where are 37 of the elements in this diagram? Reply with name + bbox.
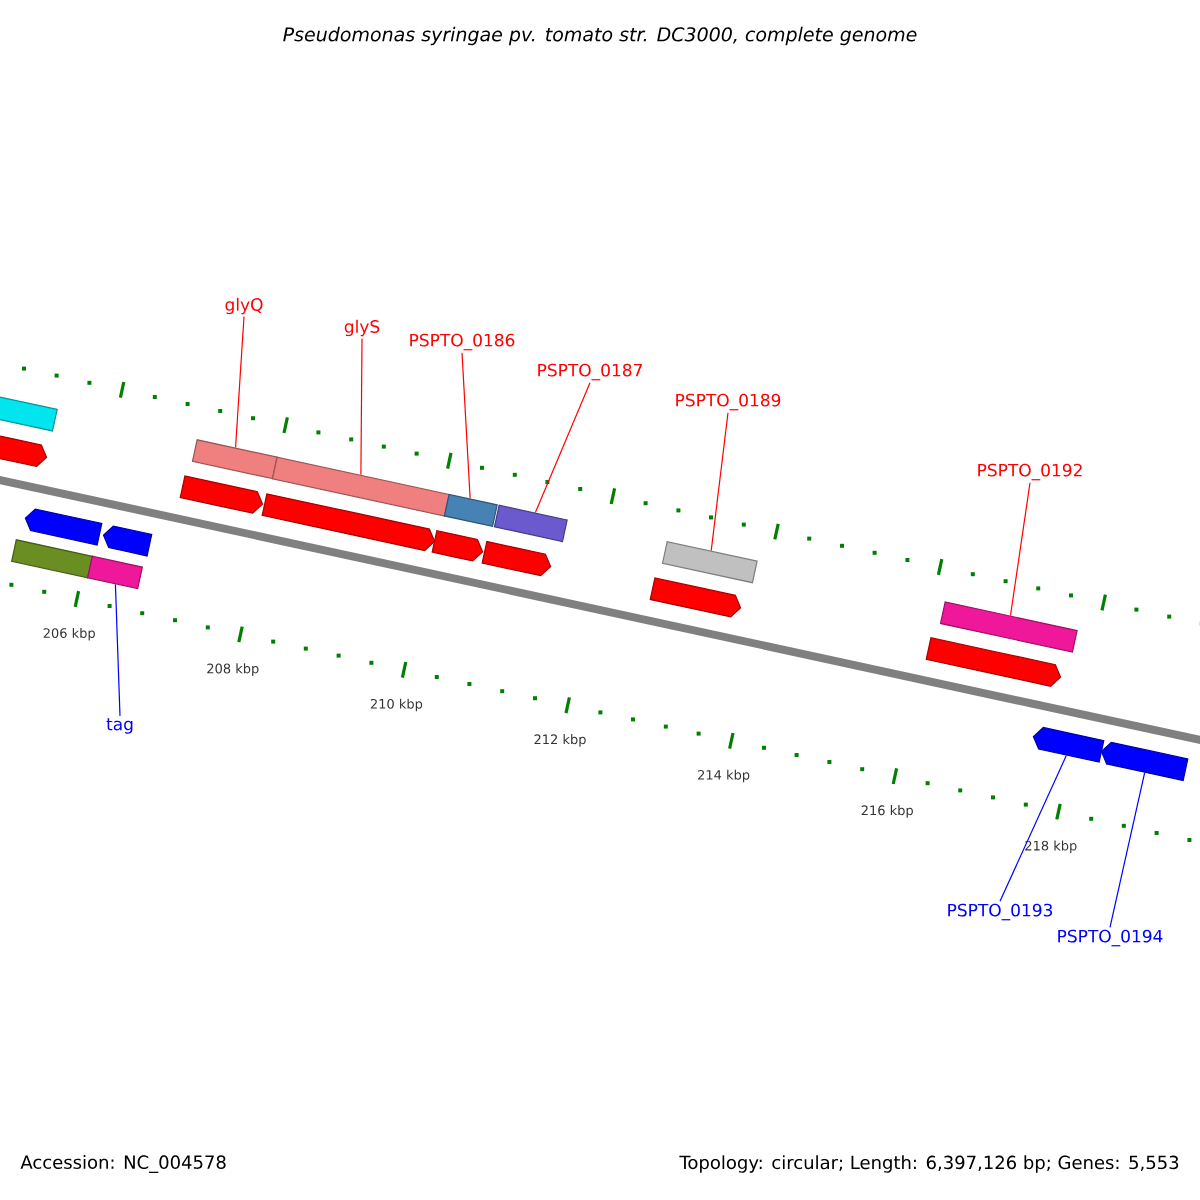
leader-line <box>114 583 121 717</box>
gene-feature <box>191 439 278 480</box>
leader-line <box>710 412 729 552</box>
gene-feature <box>102 525 153 557</box>
gene-label: PSPTO_0186 <box>410 333 515 351</box>
footer-text: Accession: NC_004578 <box>20 1155 226 1173</box>
gene-feature <box>0 393 58 432</box>
leader-line <box>1109 772 1146 928</box>
gene-feature <box>24 508 103 546</box>
title: Pseudomonas syringae pv. tomato str. DC3000, complete genome <box>283 26 917 46</box>
gene-feature <box>493 504 568 543</box>
gene-label: PSPTO_0189 <box>676 393 781 411</box>
leader-line <box>534 382 591 514</box>
gene-label: glyQ <box>225 297 263 315</box>
leader-line <box>461 352 471 499</box>
gene-feature <box>939 601 1078 653</box>
gene-feature <box>261 493 436 552</box>
gene-feature <box>1032 726 1105 763</box>
gene-feature <box>649 577 742 618</box>
gene-feature <box>271 456 450 517</box>
leader-line <box>360 338 363 476</box>
gene-feature <box>1100 741 1189 782</box>
gene-label: PSPTO_0192 <box>978 463 1082 481</box>
gene-feature <box>179 475 264 514</box>
footer-text: Topology: circular; Length: 6,397,126 bp; Genes: 5,553 <box>679 1155 1179 1173</box>
gene-label: tag <box>106 718 133 734</box>
gene-feature <box>0 432 48 468</box>
gene-feature <box>925 637 1062 687</box>
gene-feature <box>481 540 552 577</box>
gene-label: PSPTO_0187 <box>538 363 642 381</box>
gene-label: PSPTO_0193 <box>948 903 1053 921</box>
leader-line <box>999 755 1067 902</box>
gene-feature <box>661 541 758 584</box>
gene-label: glyS <box>344 319 380 337</box>
leader-line <box>1009 482 1031 617</box>
gene-label: PSPTO_0194 <box>1058 929 1163 947</box>
leader-line <box>234 316 245 449</box>
